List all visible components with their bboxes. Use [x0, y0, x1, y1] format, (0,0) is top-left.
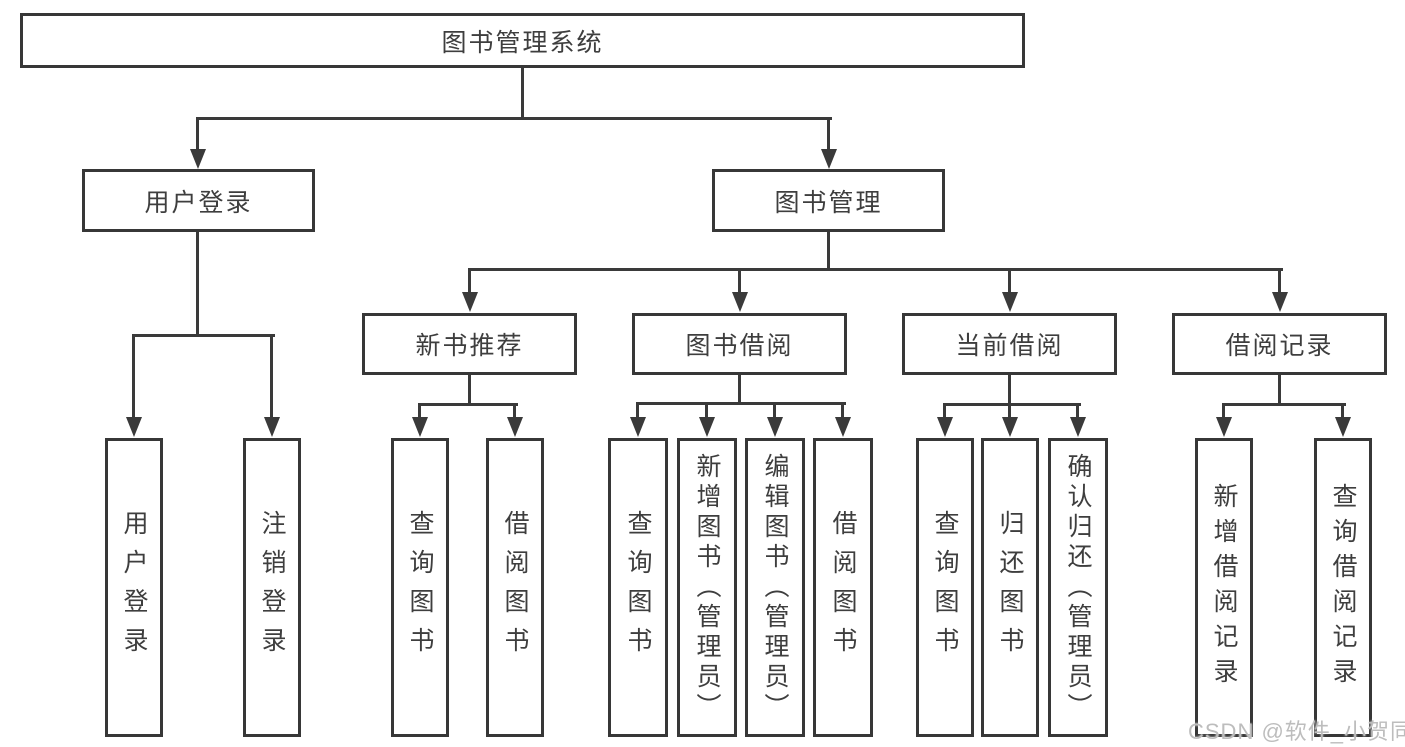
arrow-down-icon — [507, 417, 523, 437]
connector-line — [773, 402, 776, 418]
arrow-down-icon — [821, 149, 837, 169]
arrow-down-icon — [732, 292, 748, 312]
arrow-down-icon — [190, 149, 206, 169]
connector-line — [468, 268, 1283, 271]
node-borrow-records: 借阅记录 — [1172, 313, 1387, 375]
connector-line — [196, 117, 199, 151]
leaf-edit-books-admin: 编辑图书（管理员） — [745, 438, 805, 737]
connector-line — [1341, 403, 1344, 419]
arrow-down-icon — [699, 417, 715, 437]
connector-line — [943, 403, 1081, 406]
node-root: 图书管理系统 — [20, 13, 1025, 68]
connector-line — [196, 232, 199, 337]
leaf-query-books-borrow: 查询图书 — [608, 438, 668, 737]
connector-line — [636, 402, 639, 418]
arrow-down-icon — [630, 417, 646, 437]
connector-line — [418, 403, 518, 406]
connector-line — [1278, 375, 1281, 406]
leaf-add-borrow-record: 新增借阅记录 — [1195, 438, 1253, 737]
node-book-borrow: 图书借阅 — [632, 313, 847, 375]
connector-line — [513, 403, 516, 419]
leaf-add-books-admin: 新增图书（管理员） — [677, 438, 737, 737]
connector-line — [827, 232, 830, 271]
connector-line — [1008, 268, 1011, 295]
arrow-down-icon — [1272, 292, 1288, 312]
leaf-logout: 注销登录 — [243, 438, 301, 737]
connector-line — [196, 117, 832, 120]
connector-line — [468, 375, 471, 406]
watermark: CSDN @软件_小贺同学 — [1188, 719, 1405, 744]
arrow-down-icon — [835, 417, 851, 437]
connector-line — [841, 402, 844, 418]
connector-line — [738, 375, 741, 405]
connector-line — [132, 334, 135, 419]
arrow-down-icon — [1002, 292, 1018, 312]
arrow-down-icon — [767, 417, 783, 437]
arrow-down-icon — [126, 417, 142, 437]
connector-line — [1008, 403, 1011, 419]
connector-line — [1008, 375, 1011, 406]
connector-line — [1278, 268, 1281, 295]
connector-line — [132, 334, 275, 337]
connector-line — [270, 334, 273, 419]
connector-line — [943, 403, 946, 419]
arrow-down-icon — [1216, 417, 1232, 437]
connector-line — [468, 268, 471, 295]
arrow-down-icon — [412, 417, 428, 437]
connector-line — [705, 402, 708, 418]
arrow-down-icon — [937, 417, 953, 437]
connector-line — [636, 402, 846, 405]
node-new-book-recommend: 新书推荐 — [362, 313, 577, 375]
arrow-down-icon — [1070, 417, 1086, 437]
connector-line — [1076, 403, 1079, 419]
connector-line — [1222, 403, 1346, 406]
arrow-down-icon — [264, 417, 280, 437]
leaf-borrow-books: 借阅图书 — [813, 438, 873, 737]
connector-line — [827, 117, 830, 151]
leaf-borrow-books-recommend: 借阅图书 — [486, 438, 544, 737]
connector-line — [418, 403, 421, 419]
node-user-login: 用户登录 — [82, 169, 315, 232]
node-current-borrow: 当前借阅 — [902, 313, 1117, 375]
connector-line — [1222, 403, 1225, 419]
leaf-query-books-recommend: 查询图书 — [391, 438, 449, 737]
leaf-query-books-current: 查询图书 — [916, 438, 974, 737]
connector-line — [738, 268, 741, 295]
leaf-confirm-return-admin: 确认归还（管理员） — [1048, 438, 1108, 737]
node-book-management: 图书管理 — [712, 169, 945, 232]
connector-line — [521, 68, 524, 120]
leaf-return-books: 归还图书 — [981, 438, 1039, 737]
leaf-query-borrow-record: 查询借阅记录 — [1314, 438, 1372, 737]
leaf-user-login: 用户登录 — [105, 438, 163, 737]
arrow-down-icon — [1002, 417, 1018, 437]
arrow-down-icon — [1335, 417, 1351, 437]
arrow-down-icon — [462, 292, 478, 312]
